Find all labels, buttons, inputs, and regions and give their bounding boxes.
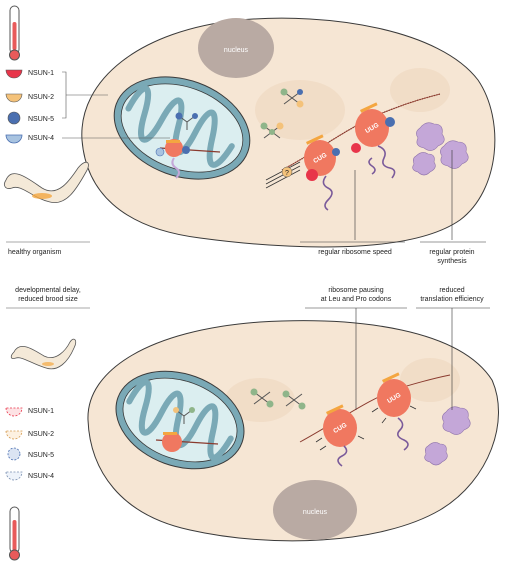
nsun-4-mito (155, 147, 165, 157)
legend-label: NSUN-1 (28, 408, 54, 415)
nucleus (198, 18, 274, 78)
ribosome-cug: CUG (315, 404, 365, 467)
legend-bottom: NSUN-1 NSUN-2 NSUN-5 NSUN-4 (5, 407, 54, 481)
phenotype-line-1: developmental delay, (15, 287, 81, 294)
mitochondrion (113, 76, 251, 180)
mito-ribosome (162, 432, 182, 452)
trna-icon (280, 88, 304, 108)
nsun-5-icon (7, 111, 21, 125)
thermometer-icon (9, 506, 20, 561)
protein-blob (424, 406, 471, 466)
trna-icon (175, 112, 198, 130)
nucleus-label: nucleus (224, 47, 249, 54)
mitochondrion (115, 370, 245, 470)
legend-label: NSUN-5 (28, 452, 54, 459)
trna-icon (250, 388, 274, 408)
legend-label: NSUN-4 (28, 135, 54, 142)
worm-icon (4, 161, 89, 203)
unknown-factor (281, 166, 293, 178)
nsun-2-icon (5, 430, 23, 440)
callout-pausing-1: ribosome pausing (328, 287, 383, 294)
trna-icon (173, 407, 195, 424)
mito-highlight (166, 140, 180, 143)
trna-icon (260, 122, 284, 139)
worm-eggs (32, 193, 52, 199)
legend-label: NSUN-2 (28, 431, 54, 438)
nsun-5-mito (182, 146, 190, 154)
nsun-4-icon (5, 471, 23, 481)
trna-icon (282, 390, 306, 410)
legend-label: NSUN-1 (28, 70, 54, 77)
callout-ribosome-speed: regular ribosome speed (318, 249, 392, 256)
callout-pausing-2: at Leu and Pro codons (321, 296, 392, 303)
legend-top: NSUN-1 NSUN-2 NSUN-5 NSUN-4 (5, 69, 170, 144)
organism-label: healthy organism (8, 249, 61, 256)
legend-label: NSUN-2 (28, 94, 54, 101)
mito-highlight (163, 432, 177, 435)
nsun-4-icon (5, 134, 23, 144)
bottom-panel: developmental delay, reduced brood size … (5, 287, 499, 561)
protein-blob (412, 122, 469, 176)
top-panel: nucleus (4, 5, 496, 265)
nsun-1-icon (5, 407, 23, 417)
callout-translation-1: reduced (439, 287, 464, 294)
ribosome-uug: UUG (371, 372, 417, 451)
nucleus-label: nucleus (303, 509, 328, 516)
mito-peptide (171, 157, 180, 179)
nsun-1-icon (5, 69, 23, 79)
question-mark: ? (285, 170, 289, 177)
legend-label: NSUN-5 (28, 116, 54, 123)
worm-eggs (42, 362, 54, 366)
ribosome-uug: UUG (351, 102, 396, 179)
callout-translation-2: translation efficiency (420, 296, 484, 303)
mito-ribosome (165, 139, 183, 157)
callout-protein-1: regular protein (429, 249, 474, 256)
nucleus (273, 480, 357, 540)
ribosome-cug: CUG (304, 134, 340, 211)
worm-icon (10, 338, 77, 370)
phenotype-line-2: reduced brood size (18, 296, 78, 303)
callout-protein-2: synthesis (437, 258, 467, 265)
thermometer-icon (9, 5, 20, 61)
nsun-2-icon (5, 93, 23, 103)
nsun-5-icon (7, 447, 21, 461)
legend-label: NSUN-4 (28, 473, 54, 480)
cytoplasm-blob (390, 68, 450, 112)
